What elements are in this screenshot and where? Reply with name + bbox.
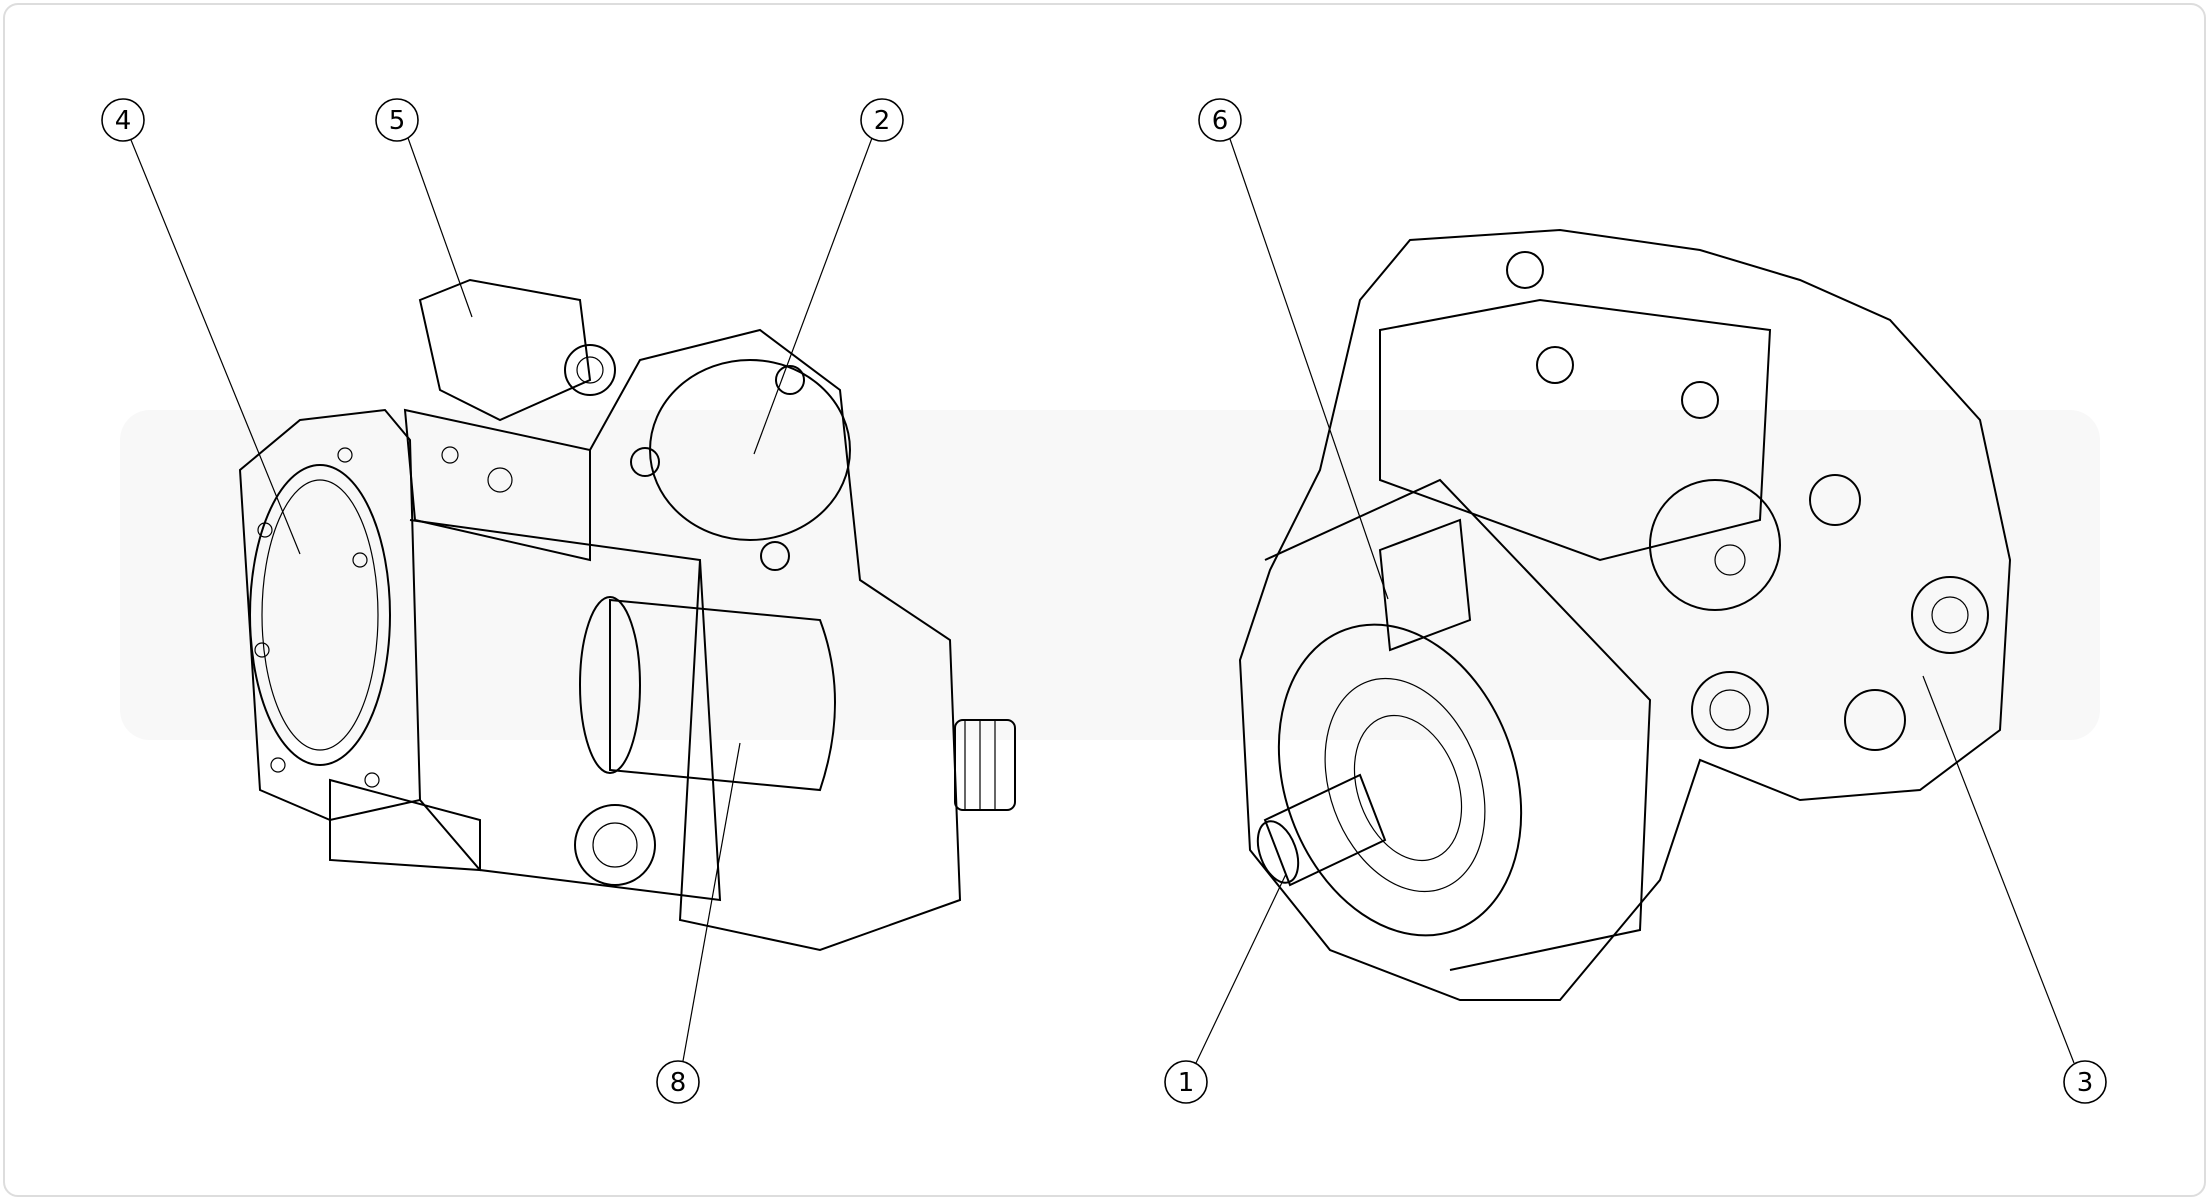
drawing-frame — [3, 3, 2206, 1197]
balloon-6: 6 — [1198, 98, 1389, 600]
balloon-3: 3 — [1922, 675, 2107, 1104]
watermark — [120, 410, 2100, 740]
balloon-5: 5 — [375, 98, 473, 318]
balloon-label: 8 — [670, 1068, 687, 1098]
pump-view-right — [1238, 228, 2012, 1001]
balloon-2: 2 — [753, 98, 904, 455]
balloon-label: 4 — [115, 106, 132, 136]
pump-view-left — [238, 278, 1016, 952]
balloon-4: 4 — [101, 98, 301, 555]
balloon-label: 5 — [389, 106, 406, 136]
balloon-label: 2 — [874, 106, 891, 136]
balloon-label: 3 — [2077, 1068, 2094, 1098]
balloon-label: 1 — [1178, 1068, 1195, 1098]
balloon-label: 6 — [1212, 106, 1229, 136]
balloon-1: 1 — [1164, 873, 1287, 1104]
balloon-8: 8 — [656, 742, 741, 1104]
